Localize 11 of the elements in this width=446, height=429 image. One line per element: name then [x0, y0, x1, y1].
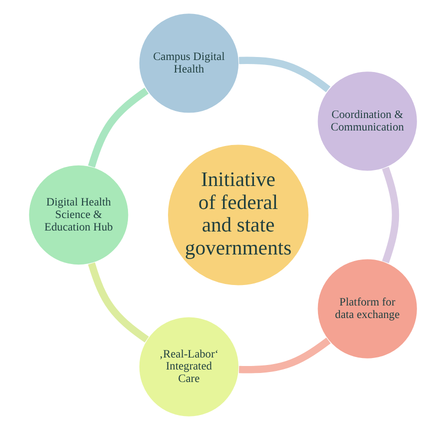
- connector: [88, 87, 149, 168]
- connector: [88, 262, 149, 342]
- node-circle: Initiative of federal and state governments: [166, 143, 310, 286]
- connector: [382, 166, 400, 263]
- connector: [238, 56, 330, 92]
- node-circle: Campus Digital Health: [138, 12, 240, 114]
- node-circle: Coordination & Communication: [316, 70, 418, 172]
- node-circle: ‚Real-Labor‘ Integrated Care: [138, 316, 240, 417]
- node-circle: Digital Health Science & Education Hub: [28, 164, 130, 266]
- connector: [238, 337, 331, 373]
- node-circle: Platform for data exchange: [316, 258, 418, 359]
